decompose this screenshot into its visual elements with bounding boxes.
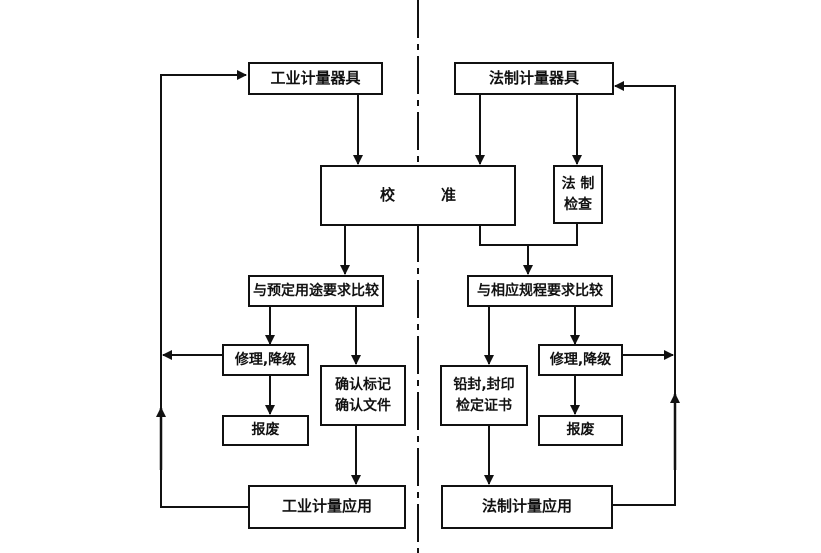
- right-compare-box: 与相应规程要求比较: [467, 275, 613, 307]
- right-loop-line: [612, 81, 676, 506]
- industrial-instrument-box: 工业计量器具: [248, 62, 383, 95]
- calibration-box: 校准: [320, 165, 516, 226]
- legal-inspection-box: 法 制 检查: [553, 165, 603, 224]
- right-scrap-box: 报废: [538, 415, 623, 446]
- seal-certificate-box: 铅封,封印 检定证书: [440, 365, 528, 426]
- industrial-application-box: 工业计量应用: [248, 485, 406, 529]
- merge-line: [479, 223, 578, 246]
- left-repair-box: 修理,降级: [222, 344, 309, 376]
- calibration-label: 校准: [379, 185, 502, 204]
- confirm-box: 确认标记 确认文件: [320, 365, 406, 426]
- left-scrap-box: 报废: [222, 415, 309, 446]
- right-repair-box: 修理,降级: [538, 344, 623, 376]
- legal-application-box: 法制计量应用: [441, 485, 613, 529]
- left-loop-line: [160, 70, 248, 508]
- left-compare-box: 与预定用途要求比较: [248, 275, 384, 307]
- legal-instrument-box: 法制计量器具: [454, 62, 614, 95]
